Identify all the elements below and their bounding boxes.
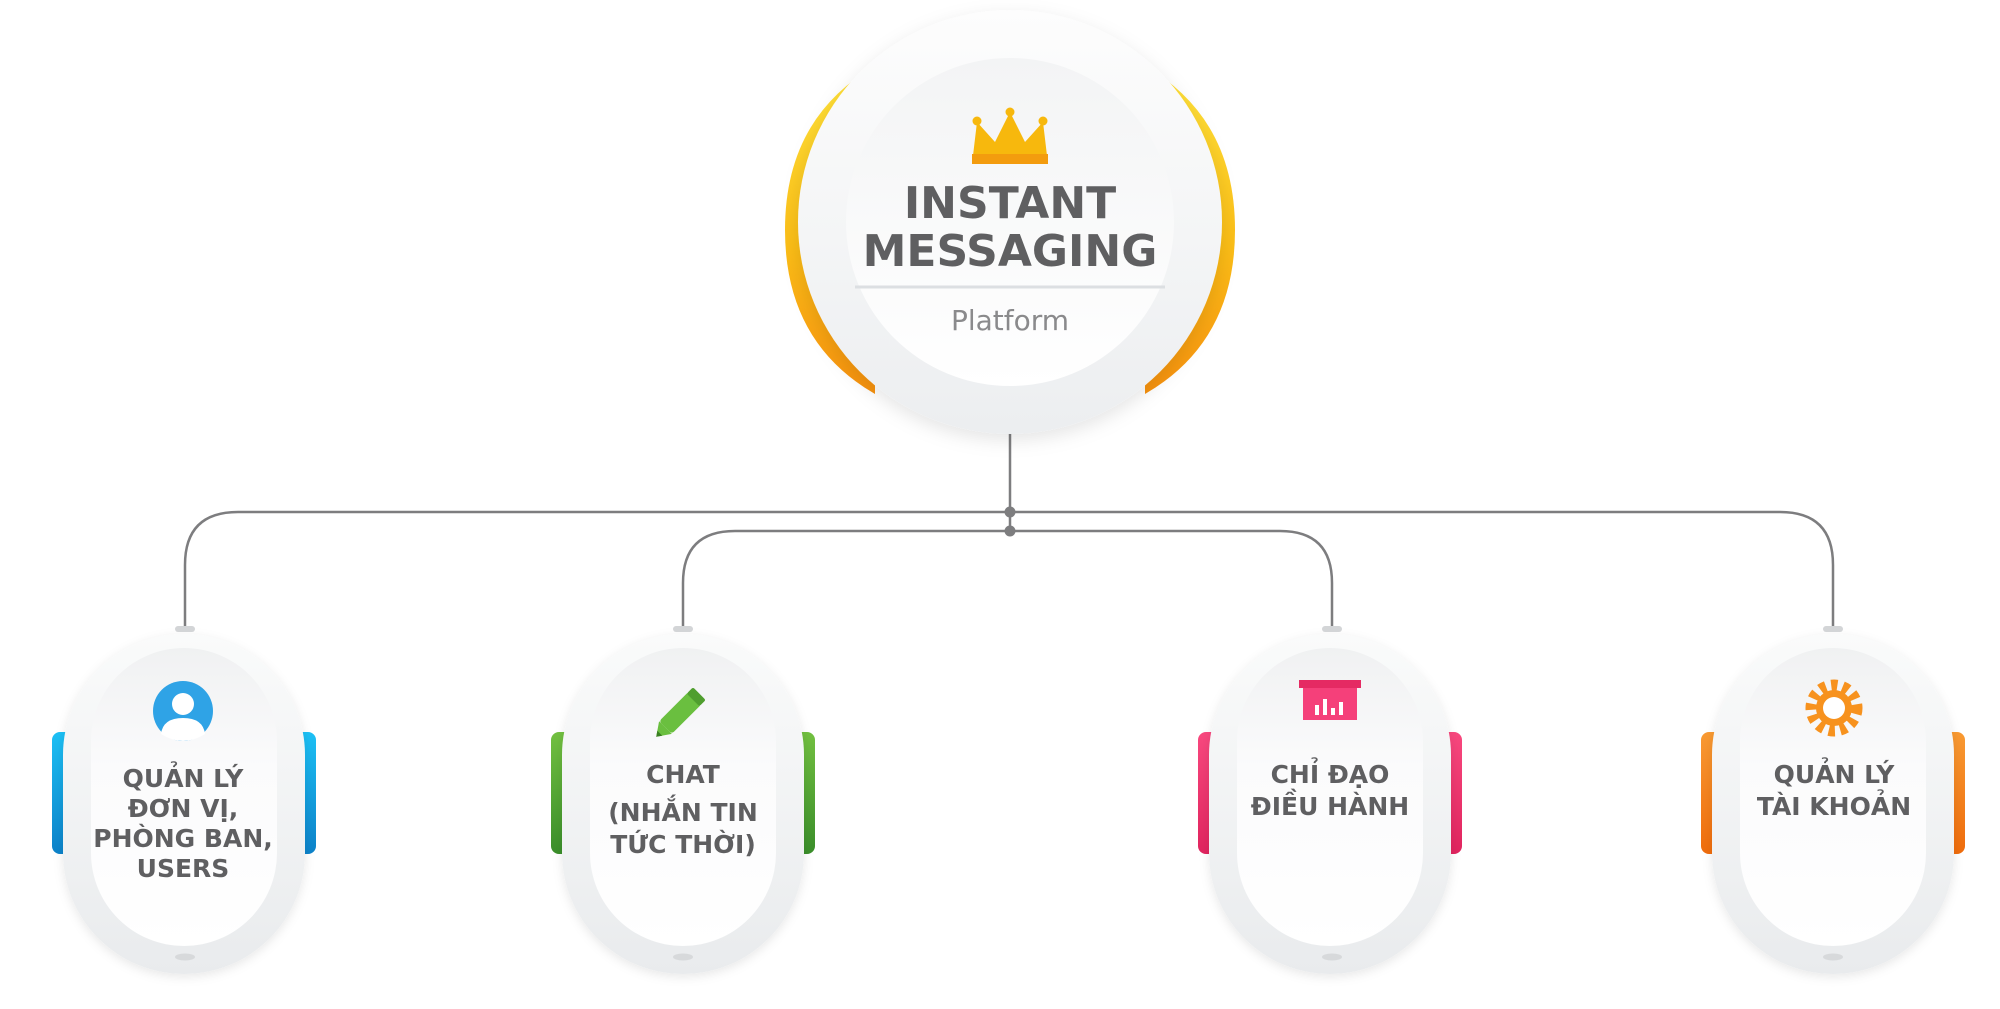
card-top-cap — [673, 626, 693, 632]
module-label-line: (NHẮN TIN — [608, 794, 758, 827]
card-top-cap — [1322, 626, 1342, 632]
pencil-icon — [656, 688, 705, 737]
module-card-don-vi: QUẢN LÝ ĐƠN VỊ, PHÒNG BAN, USERS — [52, 626, 316, 974]
card-bottom-slot — [1823, 953, 1843, 961]
card-top-cap — [175, 626, 195, 632]
module-label-line: CHỈ ĐẠO — [1271, 756, 1390, 789]
card-inner — [1237, 648, 1423, 946]
module-card-chi-dao: CHỈ ĐẠO ĐIỀU HÀNH — [1198, 626, 1462, 974]
junction-dot — [1004, 525, 1016, 537]
module-label-line: ĐƠN VỊ, — [128, 794, 239, 823]
presentation-chart-icon — [1299, 680, 1361, 720]
root-subtitle: Platform — [951, 304, 1069, 337]
user-icon — [153, 681, 213, 741]
junction-dot — [1004, 506, 1016, 518]
connector-chat — [681, 529, 1010, 627]
card-bottom-slot — [175, 953, 195, 961]
module-card-chat: CHAT (NHẮN TIN TỨC THỜI) — [551, 626, 815, 974]
connector-tai-khoan — [1010, 510, 1835, 627]
card-bottom-slot — [1322, 953, 1342, 961]
module-label-line: CHAT — [646, 760, 720, 789]
root-title-line2: MESSAGING — [863, 226, 1158, 277]
connector-chi-dao — [1010, 529, 1334, 627]
module-label-line: PHÒNG BAN, — [93, 823, 272, 853]
card-bottom-slot — [673, 953, 693, 961]
module-label-line: TÀI KHOẢN — [1757, 788, 1911, 821]
card-inner — [590, 648, 776, 946]
card-inner — [91, 648, 277, 946]
root-title-line1: INSTANT — [904, 178, 1116, 229]
module-label-line: QUẢN LÝ — [123, 760, 245, 793]
root-inner-disc — [846, 58, 1174, 386]
root-node: INSTANT MESSAGING Platform — [785, 10, 1235, 434]
module-card-tai-khoan: QUẢN LÝ TÀI KHOẢN — [1701, 626, 1965, 974]
module-label-line: QUẢN LÝ — [1774, 756, 1896, 789]
module-label-line: TỨC THỜI) — [610, 829, 756, 859]
card-inner — [1740, 648, 1926, 946]
connector-don-vi — [183, 510, 1010, 627]
connectors — [183, 418, 1835, 627]
module-label-line: USERS — [137, 854, 230, 883]
module-label-line: ĐIỀU HÀNH — [1251, 788, 1409, 821]
crown-icon — [972, 107, 1048, 164]
card-top-cap — [1823, 626, 1843, 632]
gear-icon — [1805, 679, 1863, 737]
